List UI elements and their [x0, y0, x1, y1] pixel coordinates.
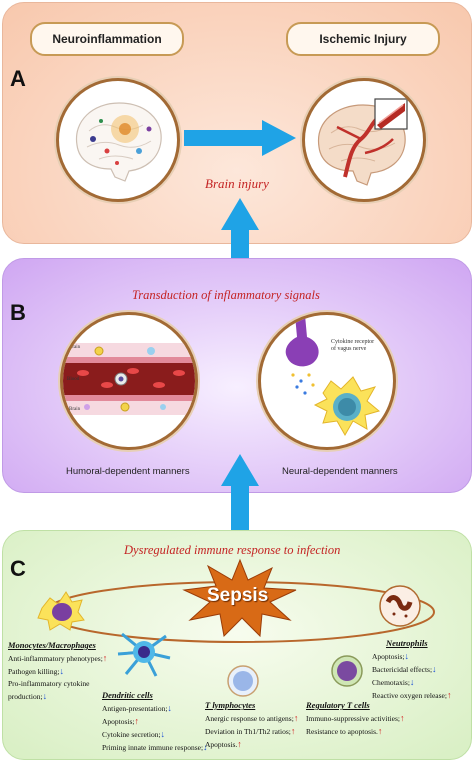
dendritic-effect-line: Antigen-presentation;↓: [102, 703, 208, 713]
increase-arrow-icon: ↑: [377, 726, 383, 736]
humoral-caption: Humoral-dependent manners: [66, 466, 190, 477]
monocytes-effect-text: Pathogen killing;: [8, 667, 60, 676]
dendritic-title: Dendritic cells: [102, 690, 153, 700]
decrease-arrow-icon: ↓: [59, 666, 64, 676]
decrease-arrow-icon: ↓: [160, 729, 166, 739]
decrease-arrow-icon: ↓: [42, 691, 48, 701]
ischemic-brain-circle: [302, 78, 426, 202]
t-lymphocytes-block: T lymphocytes Anergic response to antige…: [205, 700, 298, 749]
tregs-effect-text: Immuno-suppressive activities;: [306, 714, 400, 723]
panel-a-letter: A: [10, 66, 26, 91]
pill-neuroinflammation: Neuroinflammation: [30, 22, 184, 56]
decrease-arrow-icon: ↓: [203, 742, 208, 752]
t-lymphocyte-icon: [227, 665, 259, 697]
increase-arrow-icon: ↑: [134, 716, 140, 726]
vessel-label-brain-top: Brain: [69, 345, 81, 350]
neutrophils-effect-line: Chemotaxis;↓: [372, 677, 451, 687]
neutrophils-effect-text: Bactericidal effects;: [372, 665, 433, 674]
up-arrow-icon: [221, 198, 259, 286]
tregs-title: Regulatory T cells: [306, 700, 370, 710]
decrease-arrow-icon: ↓: [404, 651, 410, 661]
dendritic-effect-line: Cytokine secretion;↓: [102, 729, 208, 739]
increase-arrow-icon: ↑: [237, 739, 242, 749]
increase-arrow-icon: ↑: [399, 713, 405, 723]
decrease-arrow-icon: ↓: [167, 703, 172, 713]
dendritic-block: Dendritic cells Antigen-presentation;↓Ap…: [102, 690, 208, 752]
t_cells-effect-line: Deviation in Th1/Th2 ratios;↑: [205, 726, 298, 736]
blood-vessel-icon: [63, 343, 195, 415]
neutrophils-effect-text: Reactive oxygen release;: [372, 691, 447, 700]
increase-arrow-icon: ↑: [290, 726, 296, 736]
vagus-nerve-icon: [285, 315, 381, 437]
increase-arrow-icon: ↑: [102, 653, 108, 663]
macrophage-cell-icon: [37, 591, 85, 631]
sepsis-label: Sepsis: [207, 585, 269, 606]
t_cells-effect-line: Anergic response to antigens;↑: [205, 713, 298, 723]
panel-b-title: Transduction of inflammatory signals: [132, 288, 320, 302]
regulatory-t-cell-icon: [331, 655, 363, 687]
t_cells-effect-text: Deviation in Th1/Th2 ratios;: [205, 727, 291, 736]
decrease-arrow-icon: ↓: [409, 677, 415, 687]
t_cells-effect-text: Anergic response to antigens;: [205, 714, 294, 723]
brain-injury-caption: Brain injury: [205, 176, 269, 191]
neutrophils-effect-line: Bactericidal effects;↓: [372, 664, 451, 674]
neutrophils-effect-line: Reactive oxygen release;↑: [372, 690, 451, 700]
monocytes-effect-text: production;: [8, 692, 43, 701]
panel-b-letter: B: [10, 300, 26, 325]
tregs-effect-line: Resistance to apoptosis.↑: [306, 726, 404, 736]
t_cells-effect-text: Apoptosis.: [205, 740, 238, 749]
increase-arrow-icon: ↑: [446, 690, 452, 700]
monocytes-effect-line: Pro-inflammatory cytokine: [8, 679, 107, 688]
t-lymphocytes-title: T lymphocytes: [205, 700, 256, 710]
receptor-label-line1: Cytokine receptor: [331, 339, 375, 345]
neutrophils-title: Neutrophils: [386, 638, 428, 648]
neutrophils-effect-line: Apoptosis;↓: [372, 651, 451, 661]
receptor-label-line2: of vagus nerve: [331, 346, 367, 352]
panel-c-letter: C: [10, 556, 26, 581]
neutrophil-cell-icon: [379, 585, 421, 627]
tregs-block: Regulatory T cells Immuno-suppressive ac…: [306, 700, 404, 736]
tregs-effect-text: Resistance to apoptosis.: [306, 727, 378, 736]
dendritic-effect-line: Priming innate immune response;↓: [102, 742, 208, 752]
neuroinflammation-brain-circle: [56, 78, 180, 202]
increase-arrow-icon: ↑: [293, 713, 299, 723]
monocytes-effect-text: Pro-inflammatory cytokine: [8, 679, 90, 688]
monocytes-effect-line: Anti-inflammatory phenotypes;↑: [8, 653, 107, 663]
neural-circle: Cytokine receptor of vagus nerve: [258, 312, 396, 450]
panel-c-title: Dysregulated immune response to infectio…: [124, 543, 341, 557]
up-arrow-icon: [221, 454, 259, 542]
dendritic-effect-text: Priming innate immune response;: [102, 743, 204, 752]
monocytes-block: Monocytes/Macrophages Anti-inflammatory …: [8, 640, 107, 701]
monocytes-effect-line: production;↓: [8, 691, 107, 701]
brain-sketch-icon: [75, 102, 162, 182]
dendritic-effect-line: Apoptosis;↑: [102, 716, 208, 726]
pill-ischemic-injury: Ischemic Injury: [286, 22, 440, 56]
dendritic-effect-text: Antigen-presentation;: [102, 704, 168, 713]
right-arrow-icon: [184, 120, 296, 156]
monocytes-effect-text: Anti-inflammatory phenotypes;: [8, 654, 103, 663]
neural-caption: Neural-dependent manners: [282, 466, 398, 477]
neutrophils-effect-text: Apoptosis;: [372, 652, 405, 661]
neutrophils-effect-text: Chemotaxis;: [372, 678, 410, 687]
monocytes-title: Monocytes/Macrophages: [8, 640, 96, 650]
tregs-effect-line: Immuno-suppressive activities;↑: [306, 713, 404, 723]
decrease-arrow-icon: ↓: [432, 664, 437, 674]
t_cells-effect-line: Apoptosis.↑: [205, 739, 298, 749]
vessel-label-brain-bottom: Brain: [69, 407, 81, 412]
humoral-circle: Brain Blood Brain: [60, 312, 198, 450]
neutrophils-block: Neutrophils Apoptosis;↓Bactericidal effe…: [372, 638, 451, 700]
dendritic-effect-text: Cytokine secretion;: [102, 730, 161, 739]
monocytes-effect-line: Pathogen killing;↓: [8, 666, 107, 676]
sepsis-star-icon: [182, 558, 297, 638]
dendritic-effect-text: Apoptosis;: [102, 717, 135, 726]
ischemic-brain-icon: [318, 98, 408, 186]
vessel-label-blood: Blood: [67, 377, 80, 382]
dendritic-cell-icon: [117, 632, 171, 677]
